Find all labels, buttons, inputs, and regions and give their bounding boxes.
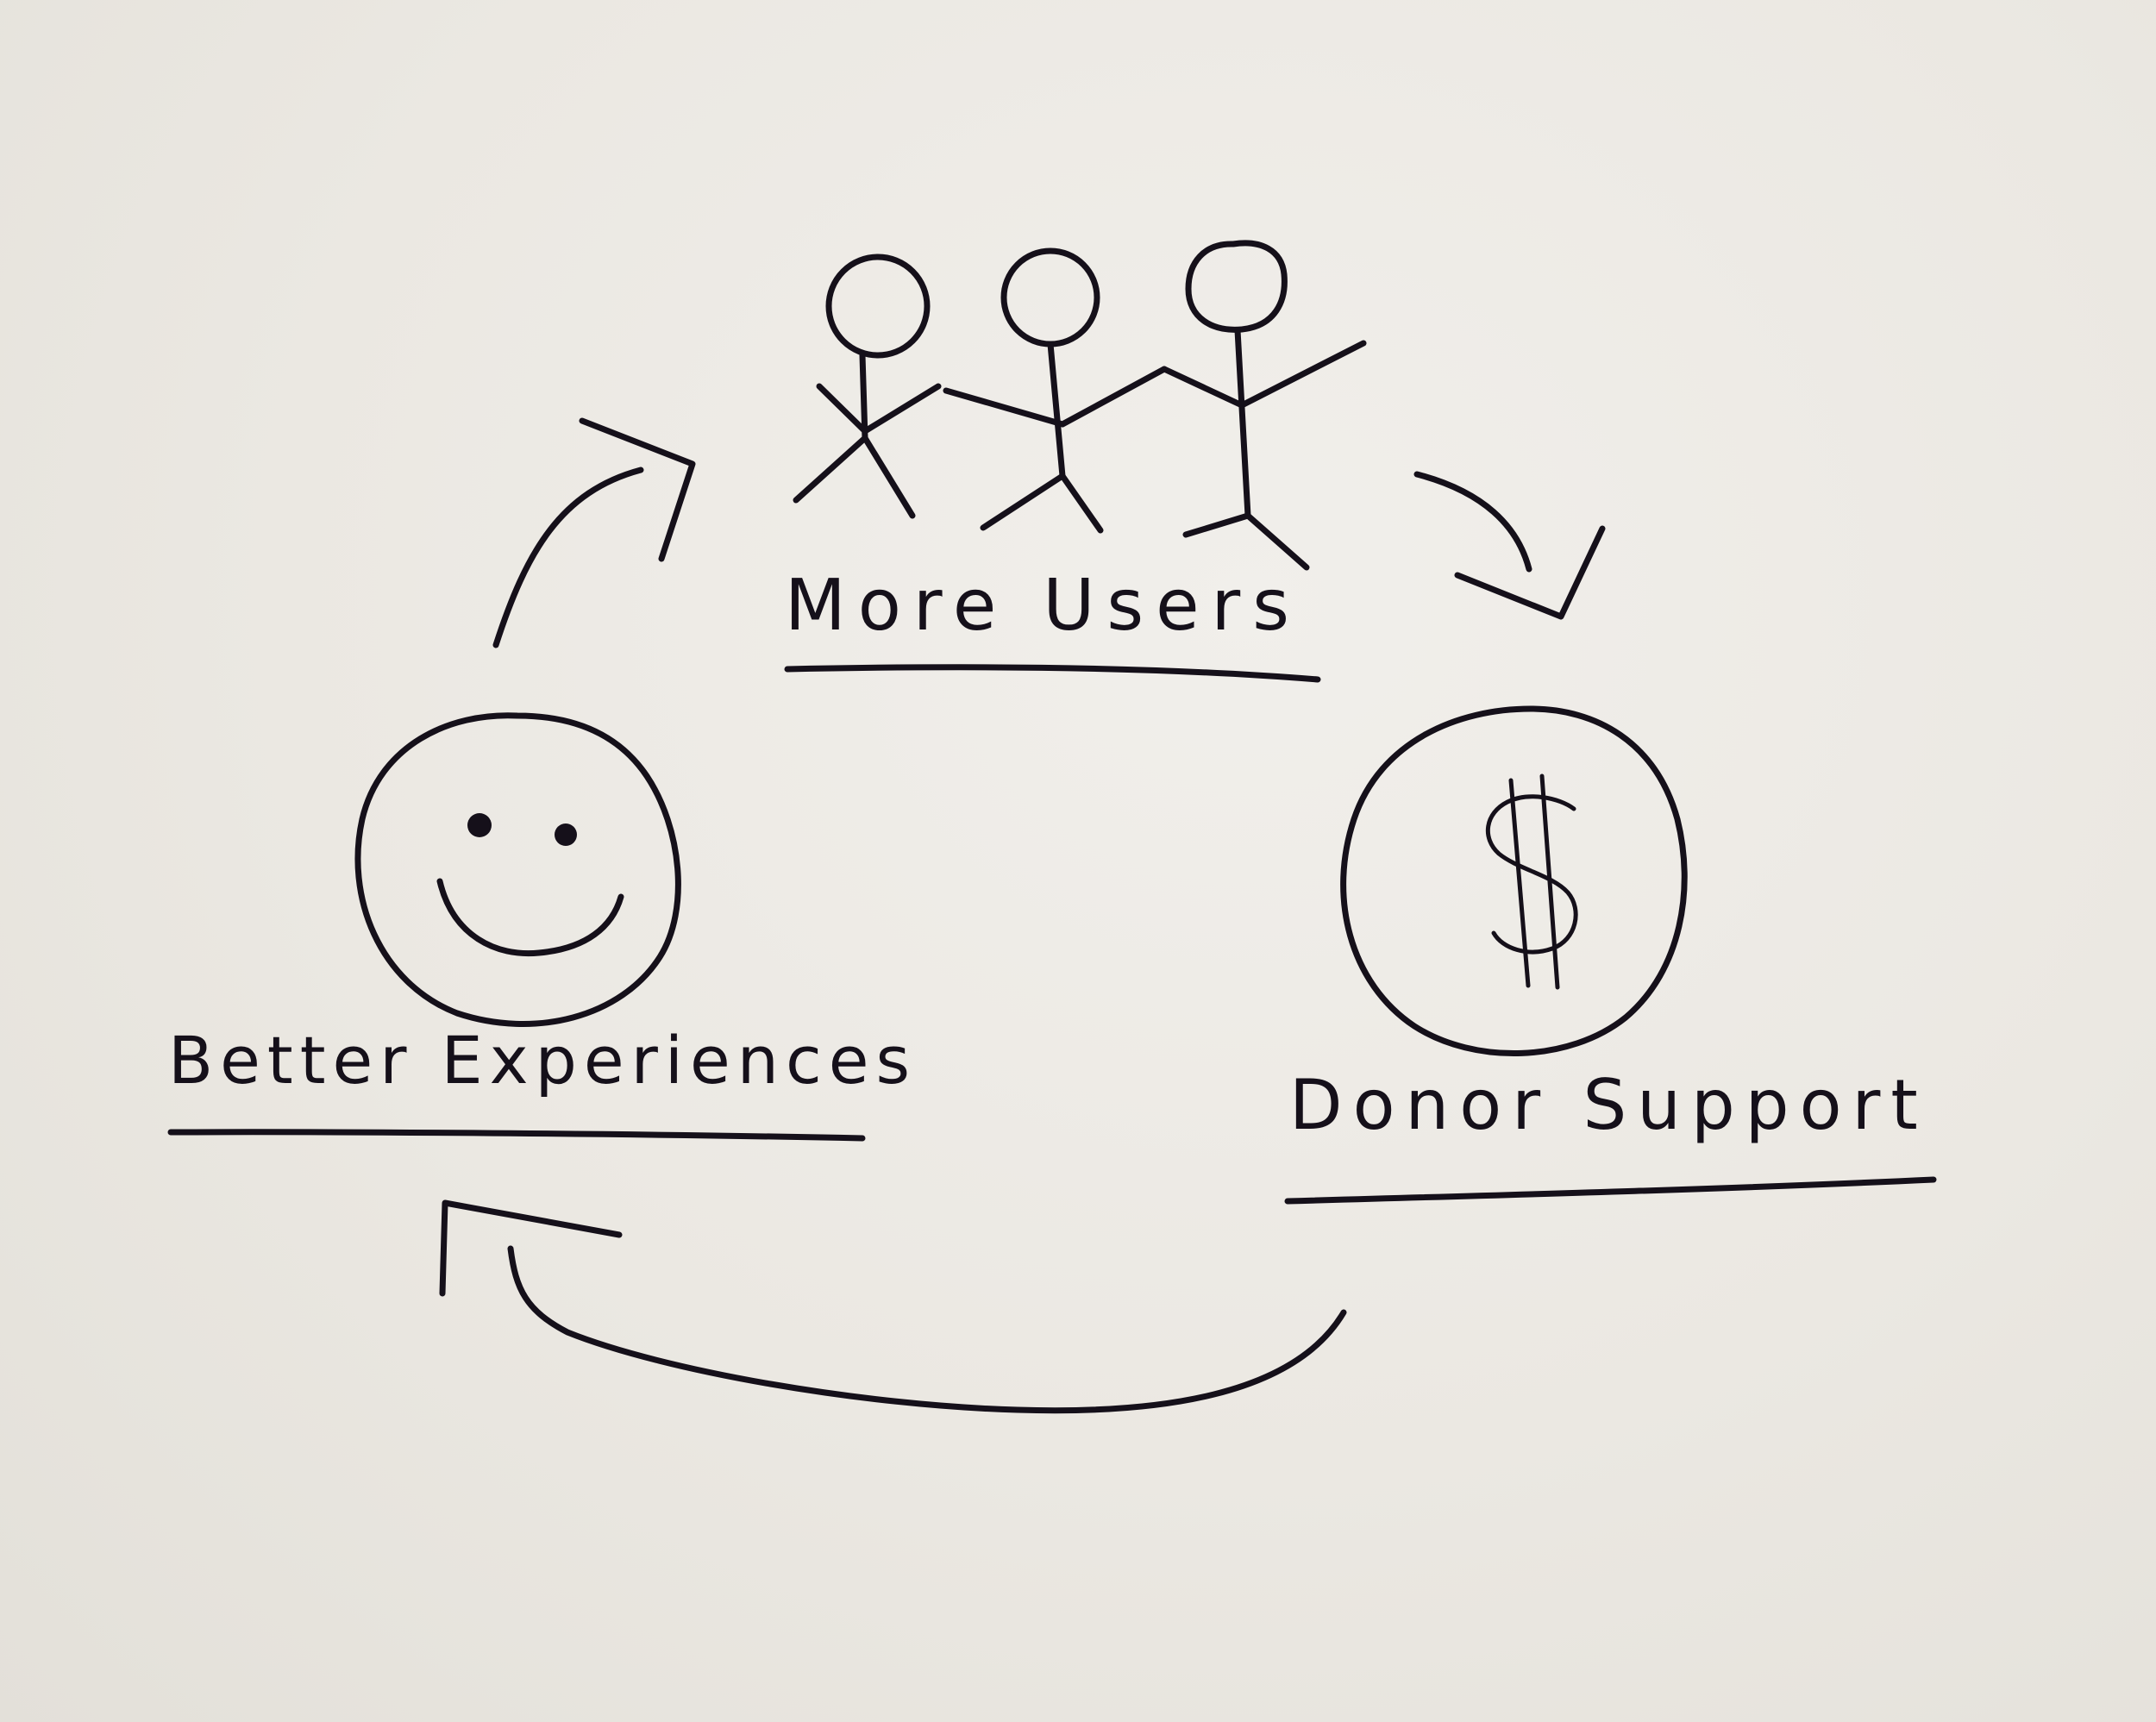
stick-figure-2 [943,247,1168,534]
arrow-users-to-donors [1413,471,1606,620]
better-experiences-label: Better Experiences [168,1022,918,1099]
underline-donor-support [1284,1176,1937,1205]
more-users-label: More Users [785,565,1301,647]
donor-support-label: Donor Support [1289,1065,1928,1145]
underline-more-users [784,664,1321,683]
smiley-face-icon [354,712,681,1027]
stick-figure-3 [1161,240,1367,571]
arrow-experiences-to-users [492,417,696,648]
stick-figure-1 [793,254,942,519]
arrow-donors-to-experiences [439,1199,1347,1414]
dollar-coin-icon [1340,705,1688,1057]
underline-better-experiences [167,1129,866,1142]
stick-figures-icon [793,240,1367,571]
